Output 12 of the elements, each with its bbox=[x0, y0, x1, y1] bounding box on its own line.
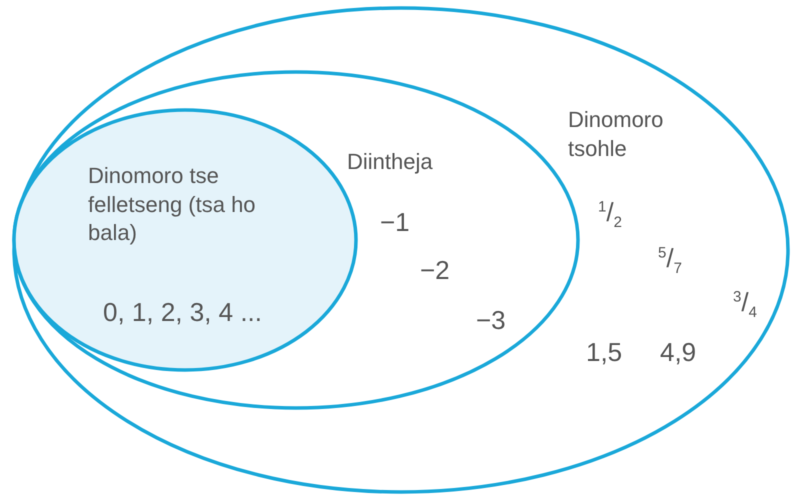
number-label: 4,9 bbox=[660, 336, 696, 369]
set-label: Dinomoro tsohle bbox=[568, 106, 664, 163]
number-label: −1 bbox=[380, 206, 410, 239]
number-label: $^{3}$/$_{4}$ bbox=[733, 286, 757, 323]
number-label: −2 bbox=[420, 254, 450, 287]
set-label: Dinomoro tse felletseng (tsa ho bala) bbox=[88, 162, 257, 248]
number-label: −3 bbox=[476, 304, 506, 337]
number-label: $^{5}$/$_{7}$ bbox=[658, 242, 682, 279]
number-label: $^{1}$/$_{2}$ bbox=[598, 196, 622, 233]
set-label: Diintheja bbox=[347, 148, 434, 176]
number-label: 0, 1, 2, 3, 4 ... bbox=[103, 296, 262, 329]
number-label: 1,5 bbox=[586, 336, 622, 369]
